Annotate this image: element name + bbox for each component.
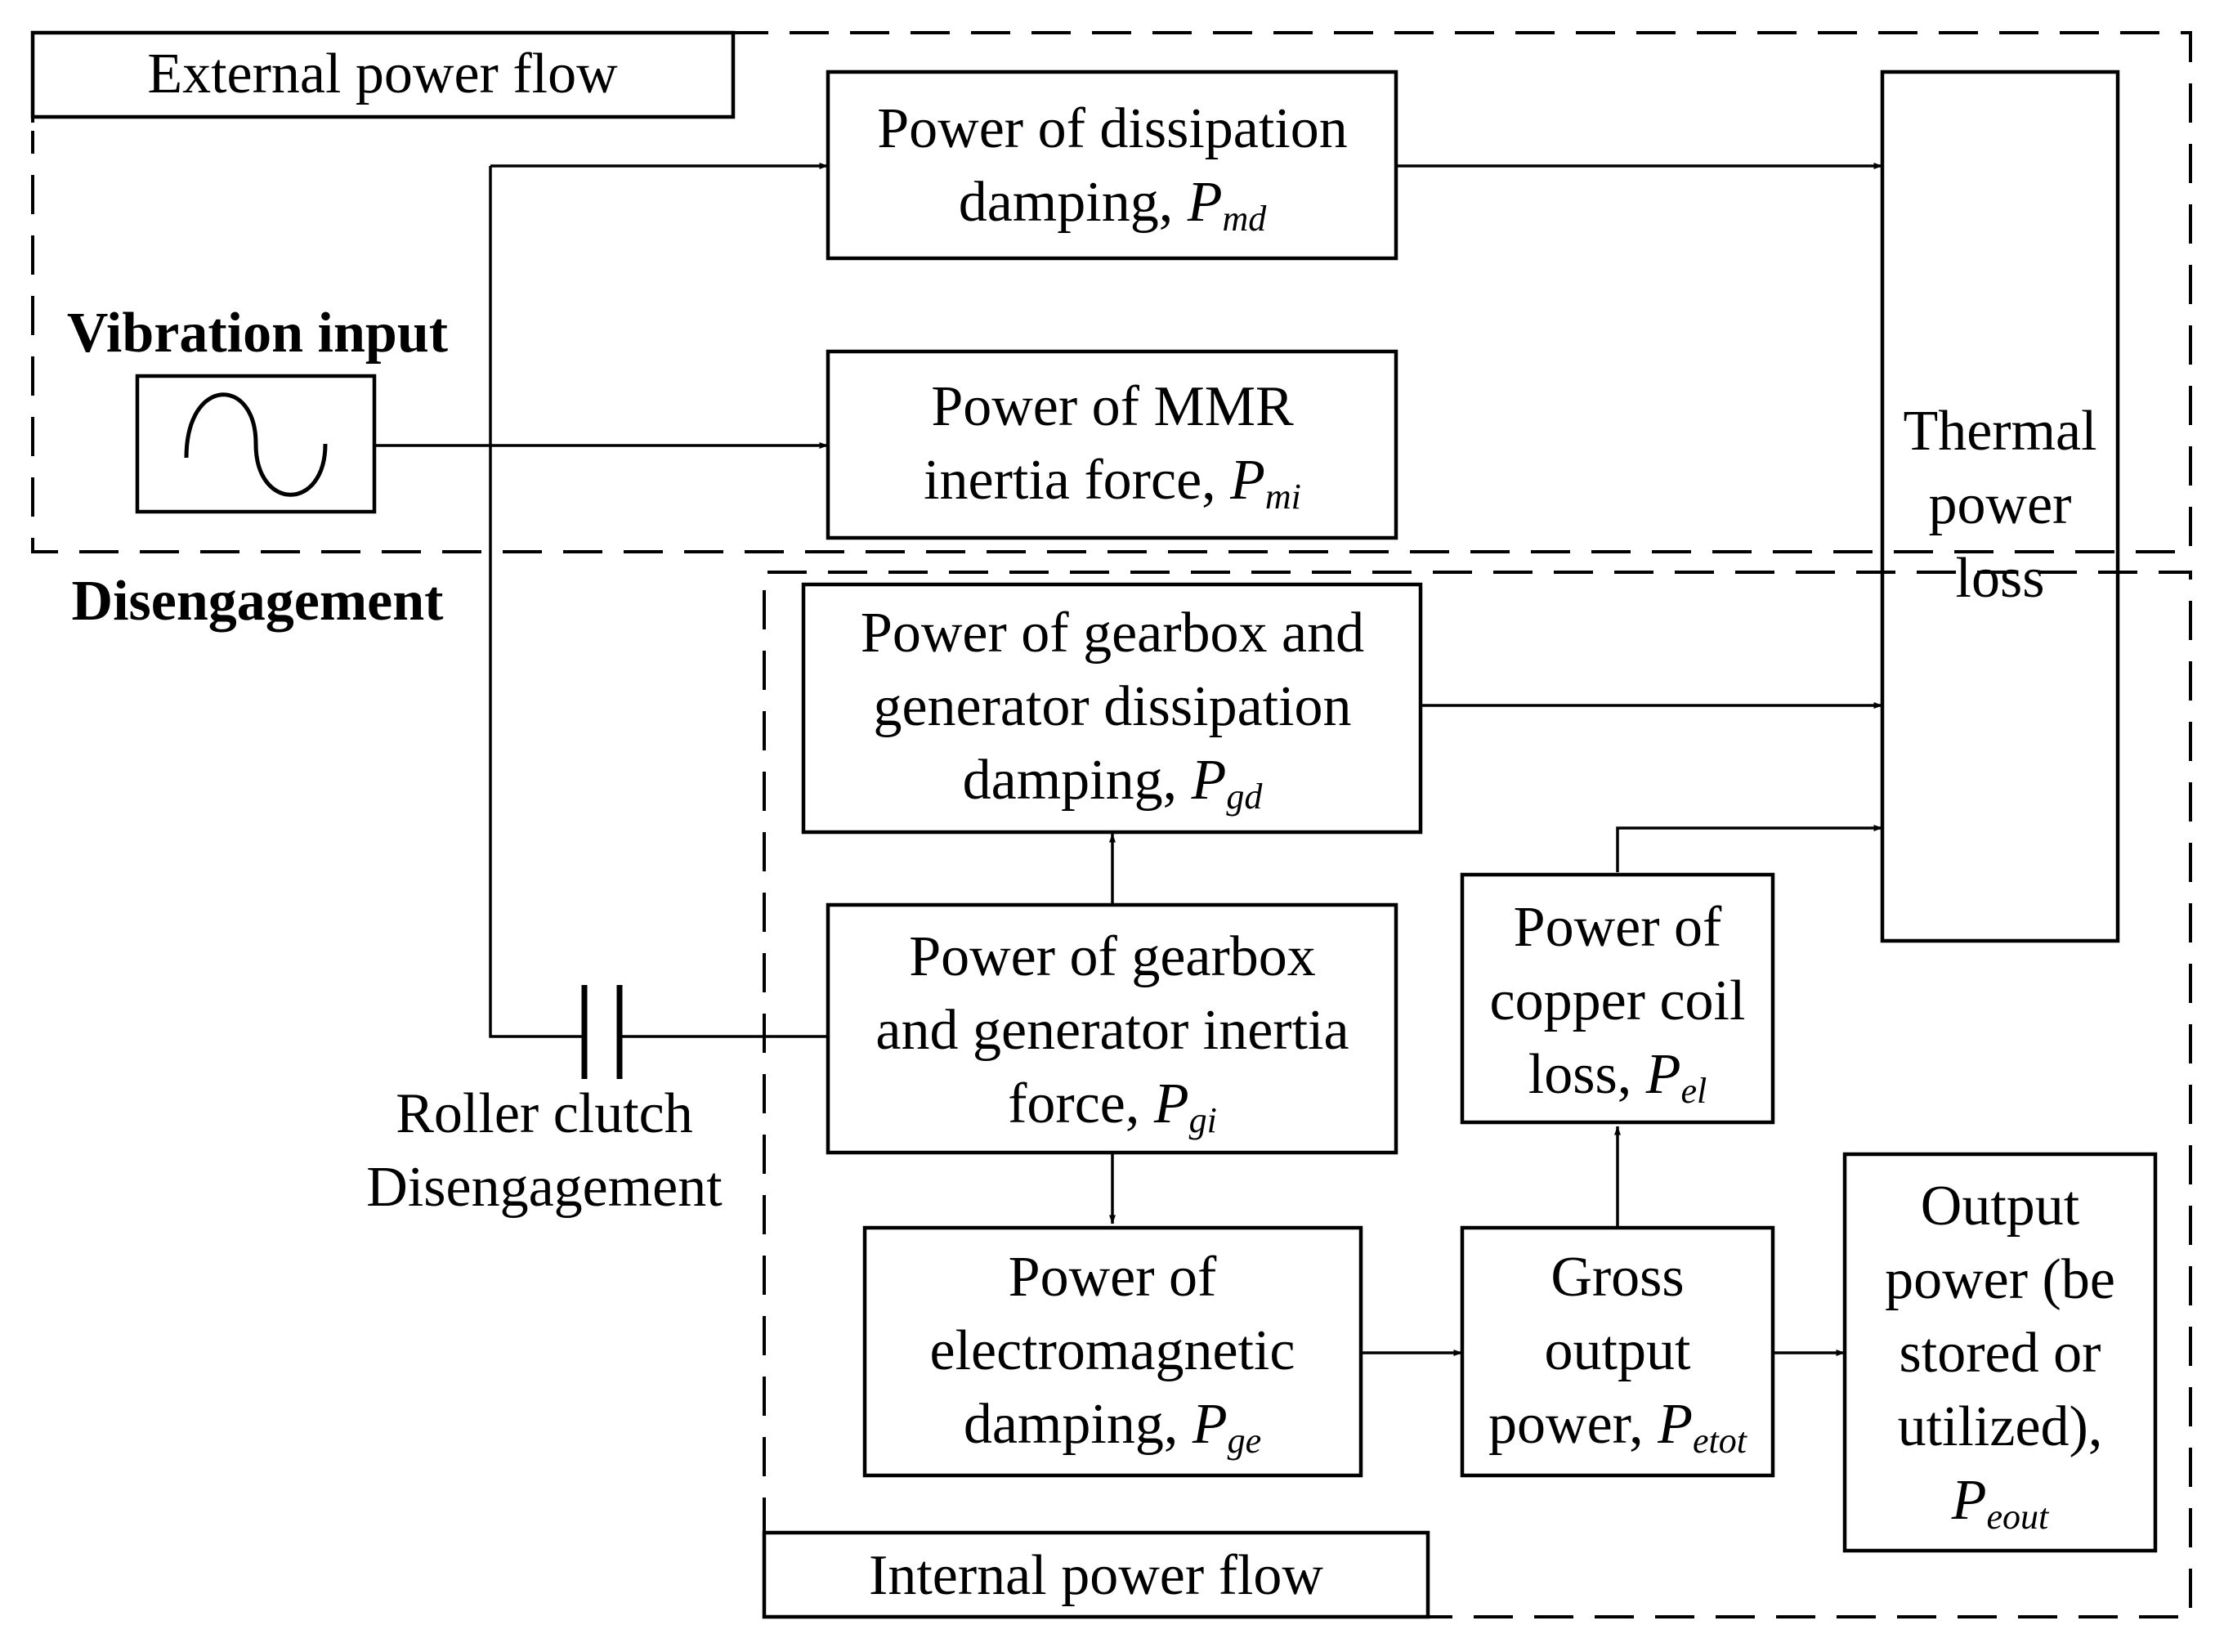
vibration-source [135, 374, 377, 514]
svg-text:Power of: Power of [1009, 1246, 1217, 1309]
svg-text:Output: Output [1921, 1175, 2080, 1238]
roller-clutch-icon [581, 985, 623, 1079]
input-bus-line [489, 166, 584, 1038]
svg-text:Thermal: Thermal [1903, 400, 2096, 463]
box-electromagnetic-damping: Power of electromagnetic damping, Pge [862, 1225, 1363, 1478]
roller-clutch-label: Roller clutch [396, 1082, 693, 1145]
arrow-el-to-thermal [1616, 825, 1883, 872]
svg-text:Power of gearbox and: Power of gearbox and [861, 602, 1364, 665]
roller-clutch-disengagement-label: Disengagement [366, 1156, 723, 1219]
svg-text:copper coil: copper coil [1490, 969, 1746, 1032]
svg-text:Power of dissipation: Power of dissipation [877, 97, 1348, 160]
svg-text:and generator inertia: and generator inertia [875, 999, 1349, 1062]
box-mmr-inertia-force: Power of MMR inertia force, Pmi [826, 349, 1398, 540]
svg-text:electromagnetic: electromagnetic [930, 1319, 1295, 1382]
disengagement-label: Disengagement [72, 570, 444, 633]
box-gearbox-dissipation-damping: Power of gearbox and generator dissipati… [801, 582, 1423, 835]
box-gross-output-power: Gross output power, Petot [1460, 1225, 1775, 1478]
svg-text:Power of MMR: Power of MMR [931, 375, 1294, 438]
svg-text:loss, Pel: loss, Pel [1528, 1043, 1707, 1111]
internal-flow-title: Internal power flow [762, 1530, 1430, 1619]
svg-text:force, Pgi: force, Pgi [1008, 1072, 1217, 1140]
svg-text:output: output [1545, 1319, 1691, 1382]
svg-text:power, Petot: power, Petot [1488, 1393, 1748, 1461]
svg-text:Peout: Peout [1951, 1469, 2050, 1537]
external-flow-label: External power flow [147, 43, 618, 105]
box-gearbox-inertia-force: Power of gearbox and generator inertia f… [826, 902, 1398, 1155]
svg-text:Power of: Power of [1514, 896, 1722, 959]
box-output-power: Output power (be stored or utilized), Pe… [1842, 1152, 2158, 1553]
box-copper-coil-loss: Power of copper coil loss, Pel [1460, 872, 1775, 1125]
box-thermal-power-loss: Thermal power loss [1880, 69, 2120, 943]
svg-text:power (be: power (be [1885, 1248, 2115, 1311]
svg-text:damping, Pmd: damping, Pmd [959, 171, 1268, 239]
svg-text:Gross: Gross [1550, 1246, 1684, 1309]
svg-text:Power of gearbox: Power of gearbox [909, 925, 1316, 988]
external-flow-title: External power flow [30, 30, 736, 119]
svg-text:damping, Pgd: damping, Pgd [963, 749, 1264, 817]
svg-text:generator dissipation: generator dissipation [873, 675, 1351, 738]
svg-text:power: power [1929, 473, 2072, 536]
internal-flow-label: Internal power flow [869, 1544, 1323, 1607]
sine-wave-icon [184, 392, 328, 497]
svg-text:stored or: stored or [1900, 1322, 2101, 1385]
svg-text:utilized),: utilized), [1898, 1395, 2103, 1458]
svg-text:damping, Pge: damping, Pge [964, 1393, 1261, 1461]
connectors [374, 163, 1883, 1356]
box-dissipation-damping: Power of dissipation damping, Pmd [826, 69, 1398, 261]
vibration-input-label: Vibration input [67, 302, 448, 365]
svg-text:loss: loss [1956, 547, 2045, 610]
svg-text:inertia force, Pmi: inertia force, Pmi [924, 449, 1301, 517]
